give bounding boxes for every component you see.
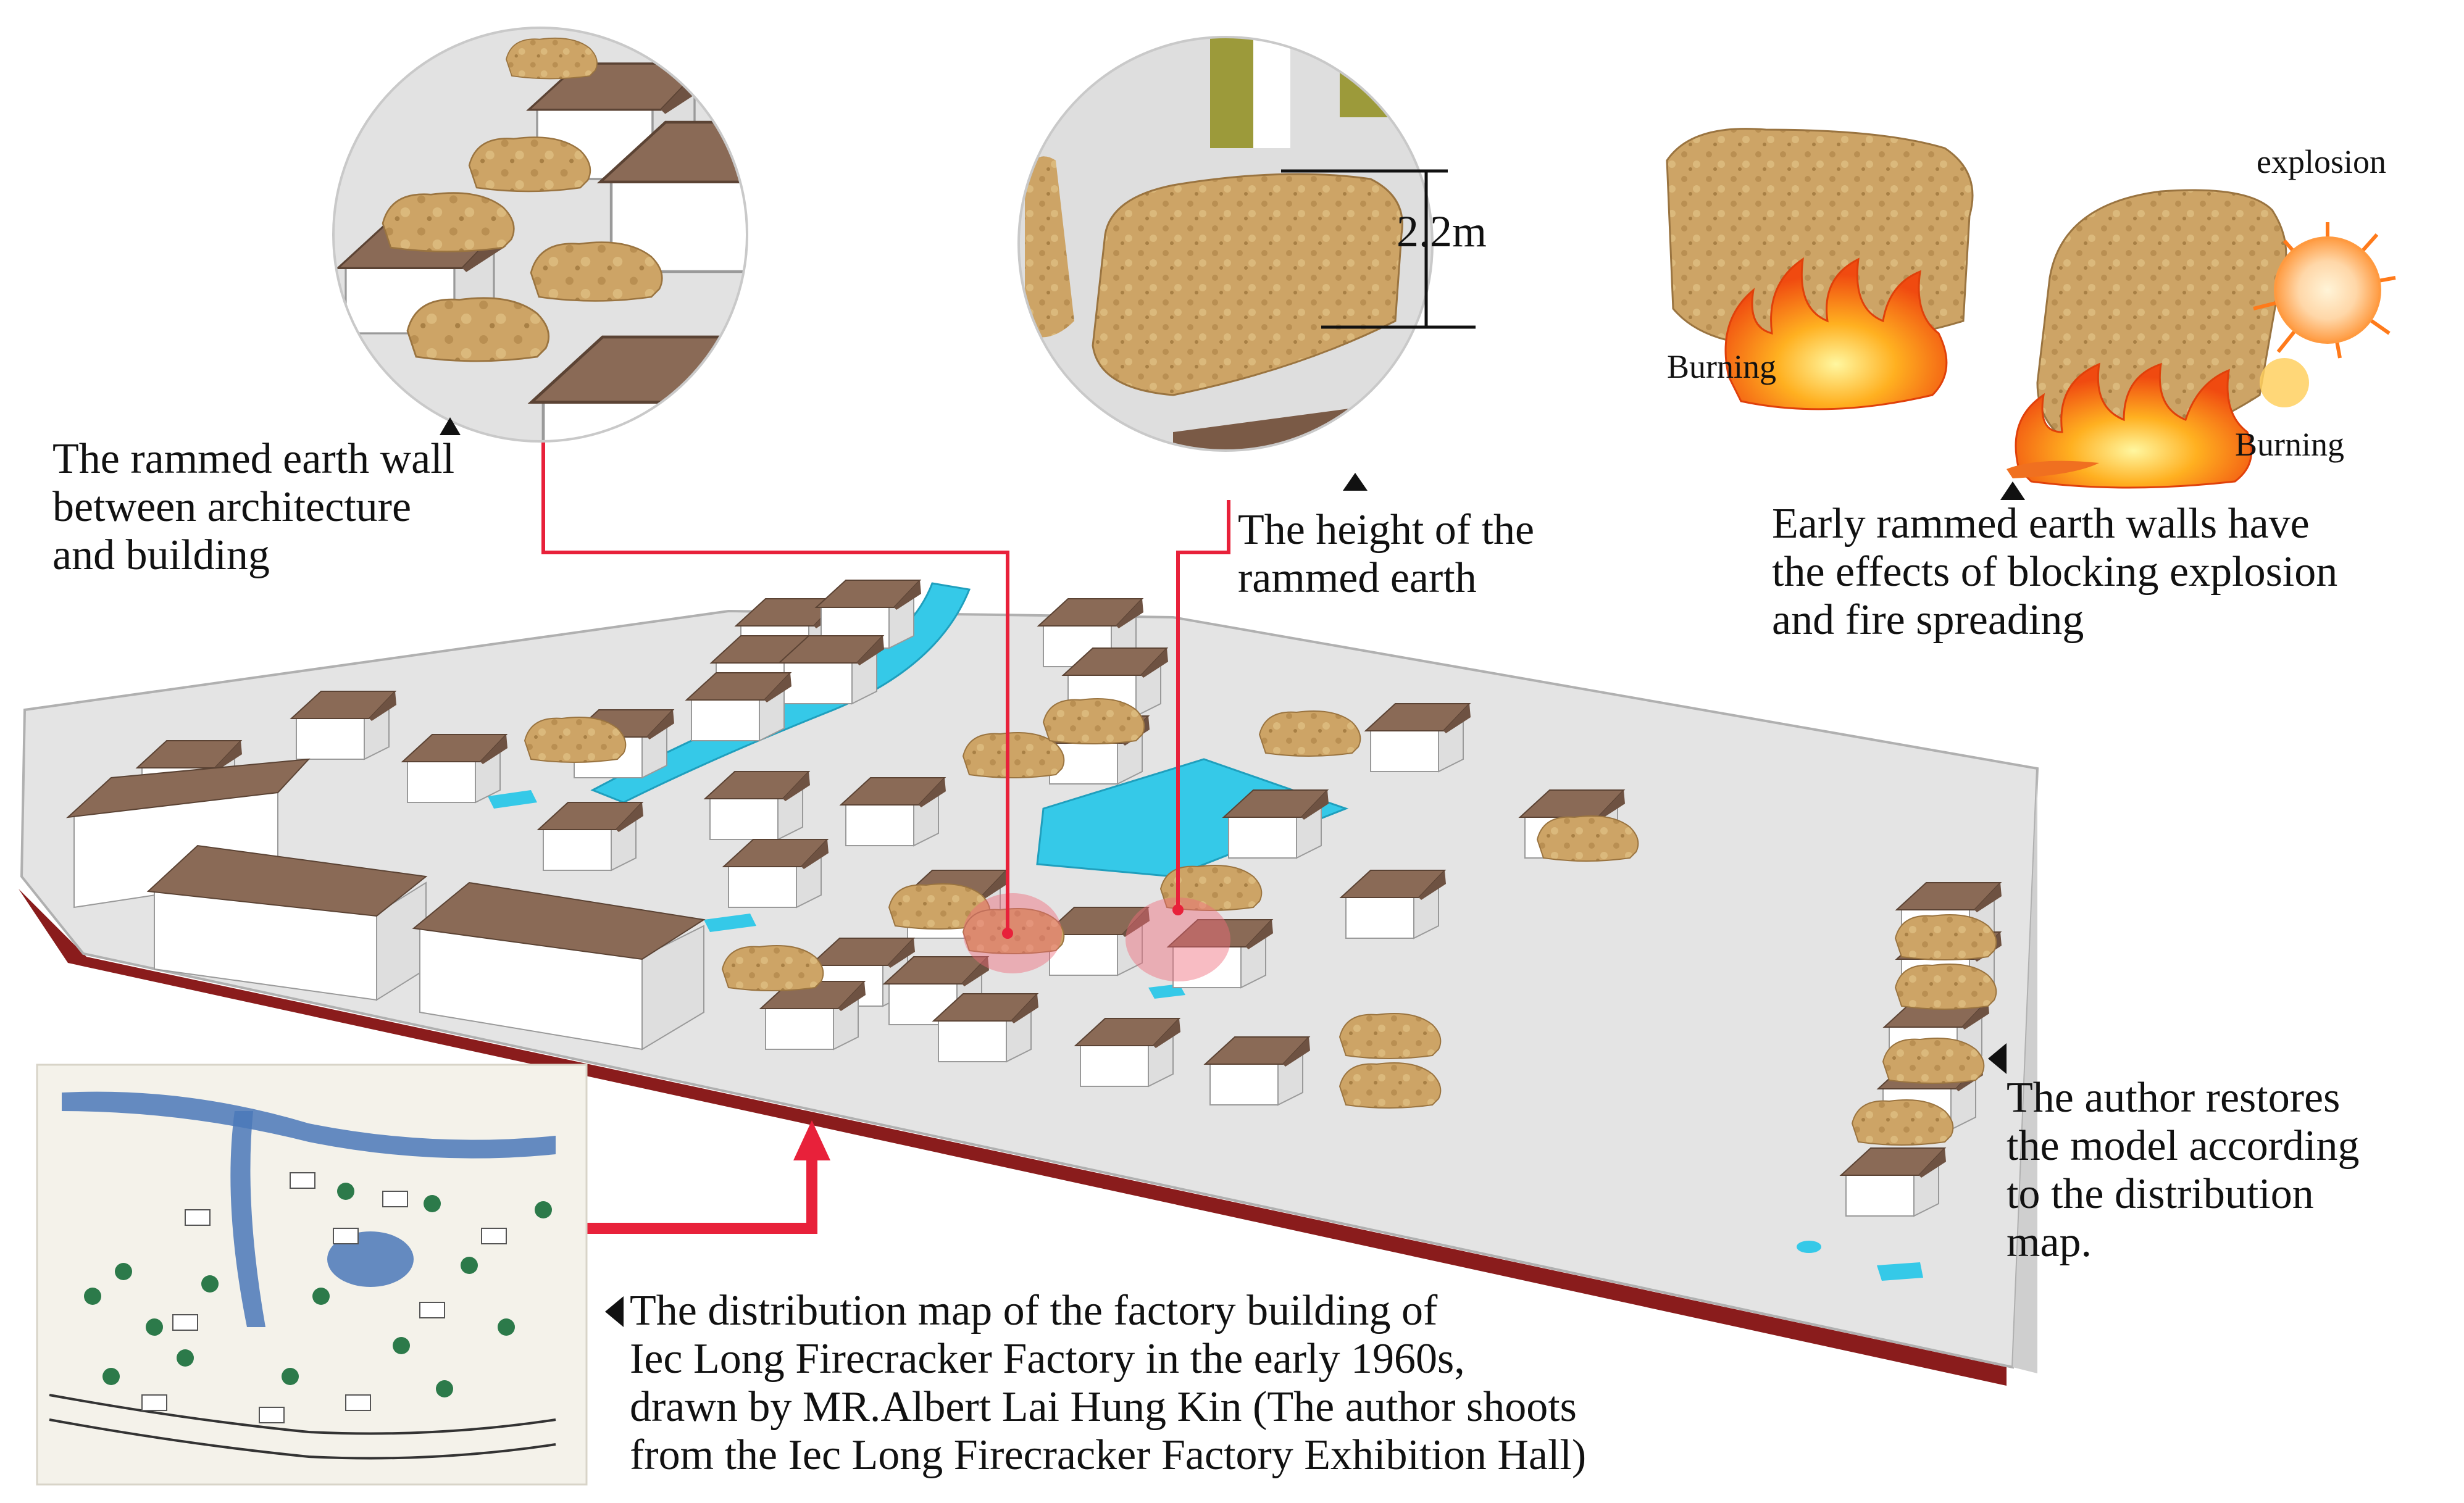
magnifier-circle-wall [332,27,748,443]
highlight-markers [963,893,1230,981]
label-burning-1: Burning [1667,348,1777,385]
explosion-icon [2253,222,2396,407]
caption-wall-between: The rammed earth wall between architectu… [52,435,455,579]
caption-early-walls: Early rammed earth walls have the effect… [1772,500,2338,644]
blocking-illustration [1666,128,2396,489]
height-value-label: 2.2m [1397,207,1487,256]
caption-restores: The author restores the model according … [2007,1074,2360,1266]
model-buildings [66,580,2002,1217]
distribution-map-photo [36,1064,588,1486]
red-arrow-icon [587,1120,830,1234]
caption-height: The height of the rammed earth [1238,506,1535,602]
fire-icon [1724,257,2253,489]
label-explosion: explosion [2257,143,2386,180]
leader-lines [541,438,1230,933]
caption-distribution-map: The distribution map of the factory buil… [630,1287,1587,1479]
pointer-triangle-icon [440,417,2025,1327]
label-burning-2: Burning [2235,426,2345,463]
